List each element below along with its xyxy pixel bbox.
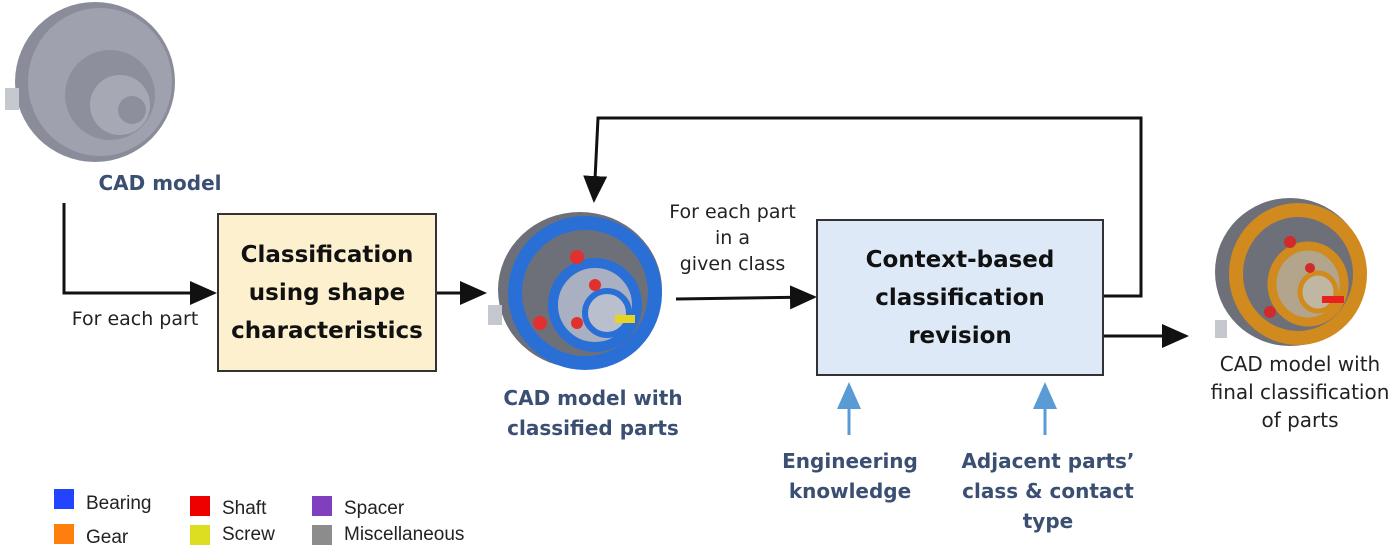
label-line: given class <box>679 253 786 275</box>
legend-swatch <box>54 489 74 509</box>
shape-box-line: characteristics <box>231 317 423 344</box>
legend-item-screw: Screw <box>190 524 275 546</box>
caption-line: CAD model with <box>503 386 683 410</box>
context-box-line: Context-based <box>865 246 1055 273</box>
legend-item-bearing: Bearing <box>54 489 152 515</box>
legend-label: Spacer <box>344 498 405 519</box>
context-box-line: revision <box>908 322 1012 349</box>
legend-item-spacer: Spacer <box>312 496 405 520</box>
caption-line: of parts <box>1261 408 1339 432</box>
final-model-caption: CAD model with final classification of p… <box>1200 350 1400 434</box>
arrow-cad-to-shape <box>62 203 217 305</box>
legend-swatch <box>312 525 332 545</box>
legend-swatch <box>190 496 210 516</box>
legend-item-gear: Gear <box>54 524 129 549</box>
label-line: class & contact type <box>962 479 1134 533</box>
arrow-feedback-loop <box>583 116 1143 298</box>
legend-item-shaft: Shaft <box>190 496 267 520</box>
caption-line: CAD model with <box>1219 352 1381 376</box>
legend-item-miscellaneous: Miscellaneous <box>312 524 464 546</box>
label-line: in a <box>714 227 750 249</box>
label-line: Engineering <box>782 449 918 473</box>
legend-label: Gear <box>86 527 129 548</box>
context-revision-box: Context-based classification revision <box>816 219 1104 376</box>
engineering-knowledge-label: Engineering knowledge <box>770 446 930 506</box>
legend-label: Bearing <box>86 493 152 514</box>
legend-label: Shaft <box>222 498 267 519</box>
shape-box-line: Classification <box>240 241 414 268</box>
cad-model-image <box>5 2 175 162</box>
shape-box-line: using shape <box>248 279 406 306</box>
context-box-line: classification <box>875 284 1045 311</box>
adjacent-parts-label: Adjacent parts’ class & contact type <box>948 446 1148 536</box>
arrow-classified-to-context <box>675 285 817 310</box>
label-line: For each part <box>669 201 796 223</box>
shape-classification-box: Classification using shape characteristi… <box>217 213 437 372</box>
edge-label-for-each-part: For each part <box>71 308 199 330</box>
cad-model-caption: CAD model <box>98 171 222 195</box>
legend-label: Miscellaneous <box>344 524 465 545</box>
edge-label-for-each-class: For each part in a given class <box>650 199 815 277</box>
legend-swatch <box>54 524 74 544</box>
classified-cad-model-image <box>488 212 662 370</box>
legend-swatch <box>190 525 210 545</box>
label-line: Adjacent parts’ <box>961 449 1135 473</box>
label-line: knowledge <box>788 479 912 503</box>
caption-line: final classification <box>1210 380 1390 404</box>
classified-model-caption: CAD model with classified parts <box>478 383 708 443</box>
caption-line: classified parts <box>507 416 679 440</box>
legend-swatch <box>312 496 332 516</box>
final-cad-model-image <box>1215 198 1367 346</box>
legend-label: Screw <box>222 524 275 545</box>
